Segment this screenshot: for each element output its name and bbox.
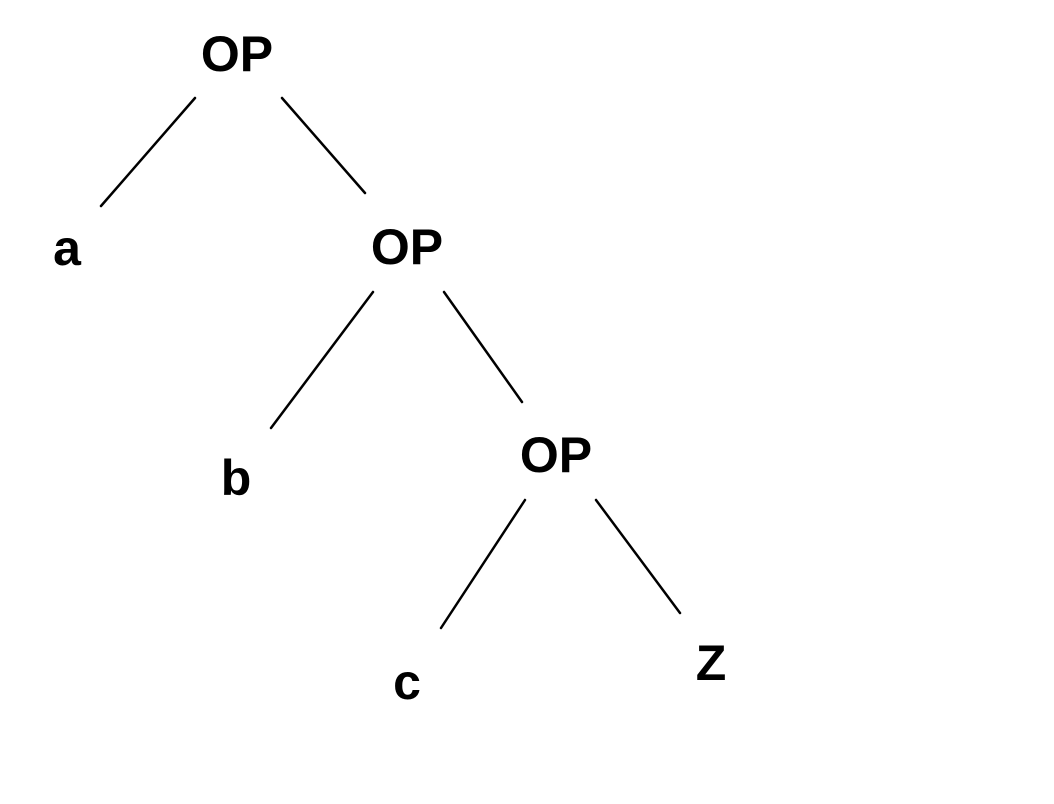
node-op1: OP [201, 26, 273, 82]
node-z: Z [696, 635, 727, 691]
edge-op2-b [269, 290, 375, 430]
edge-op3-c [439, 498, 527, 630]
edge-op3-z [594, 498, 682, 615]
node-b: b [221, 450, 252, 506]
node-a: a [53, 220, 82, 276]
node-op3: OP [520, 427, 592, 483]
edge-op1-a [99, 96, 197, 208]
node-op2: OP [371, 219, 443, 275]
edge-op1-op2 [280, 96, 367, 195]
edge-op2-op3 [442, 290, 524, 404]
node-c: c [393, 654, 421, 710]
